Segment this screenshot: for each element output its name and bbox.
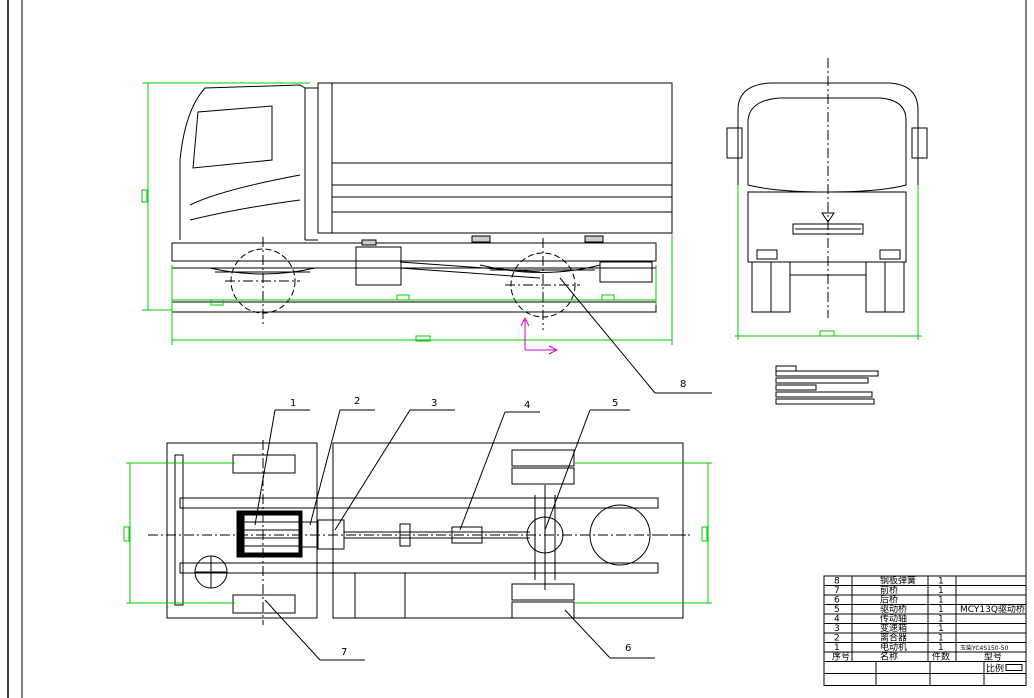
bom-row-model: MCY13Q驱动桥 [960, 603, 1025, 615]
bom-header-qty: 件数 [932, 651, 950, 663]
bom-header-name: 名称 [880, 651, 898, 663]
callout-8-label: 8 [680, 379, 686, 390]
bom-row-name: 离合器 [880, 632, 907, 644]
bom-row-model: 玉柴YC4S150-50 [960, 644, 1009, 652]
bom-row-qty: 1 [938, 615, 944, 625]
bom-row-no: 6 [834, 596, 840, 606]
callout-7-label: 7 [341, 647, 347, 658]
callout-3-label: 3 [431, 398, 437, 409]
plan-view [148, 440, 690, 625]
callout-5-label: 5 [612, 398, 618, 409]
bom-row-name: 驱动桥 [880, 603, 907, 615]
bom-row-qty: 1 [938, 643, 944, 653]
ucs-icon [520, 316, 559, 355]
bom-header-model: 型号 [984, 652, 1002, 663]
bom-row-name: 后桥 [880, 594, 898, 606]
bom-row-no: 8 [834, 577, 840, 587]
bom-row-qty: 1 [938, 605, 944, 615]
bom-row-no: 2 [834, 634, 840, 644]
bom-scale-label: 比例 [986, 663, 1004, 675]
bom-row-name: 电动机 [880, 641, 907, 653]
callout-8: 8 [559, 277, 712, 394]
bom-row-qty: 1 [938, 624, 944, 634]
callout-1-label: 1 [290, 398, 296, 409]
bom-row-name: 钢板弹簧 [880, 575, 916, 587]
bom-row-qty: 1 [938, 586, 944, 596]
bom-row-name: 前桥 [880, 584, 898, 596]
bom-row-no: 4 [834, 615, 840, 625]
bom-header-no: 序号 [832, 651, 850, 663]
plan-view-dimensions [123, 462, 712, 604]
bom-row-no: 5 [834, 605, 840, 615]
notes-block [775, 365, 879, 405]
callout-4-label: 4 [524, 400, 530, 411]
bom-row-no: 7 [834, 586, 840, 596]
bom-row-name: 变速箱 [880, 622, 907, 634]
bom-row-qty: 1 [938, 634, 944, 644]
bom-row-qty: 1 [938, 577, 944, 587]
side-view-dimensions [141, 82, 673, 345]
callout-6-label: 6 [625, 643, 631, 654]
bom-row-no: 3 [834, 624, 840, 634]
front-view-dimensions [735, 185, 922, 340]
bom-row-qty: 1 [938, 596, 944, 606]
bom-row-no: 1 [834, 643, 840, 653]
front-view [726, 58, 928, 318]
side-view [171, 82, 673, 330]
plan-callouts [254, 409, 655, 661]
callout-2-label: 2 [354, 396, 360, 407]
bom-row-name: 传动轴 [880, 613, 907, 625]
